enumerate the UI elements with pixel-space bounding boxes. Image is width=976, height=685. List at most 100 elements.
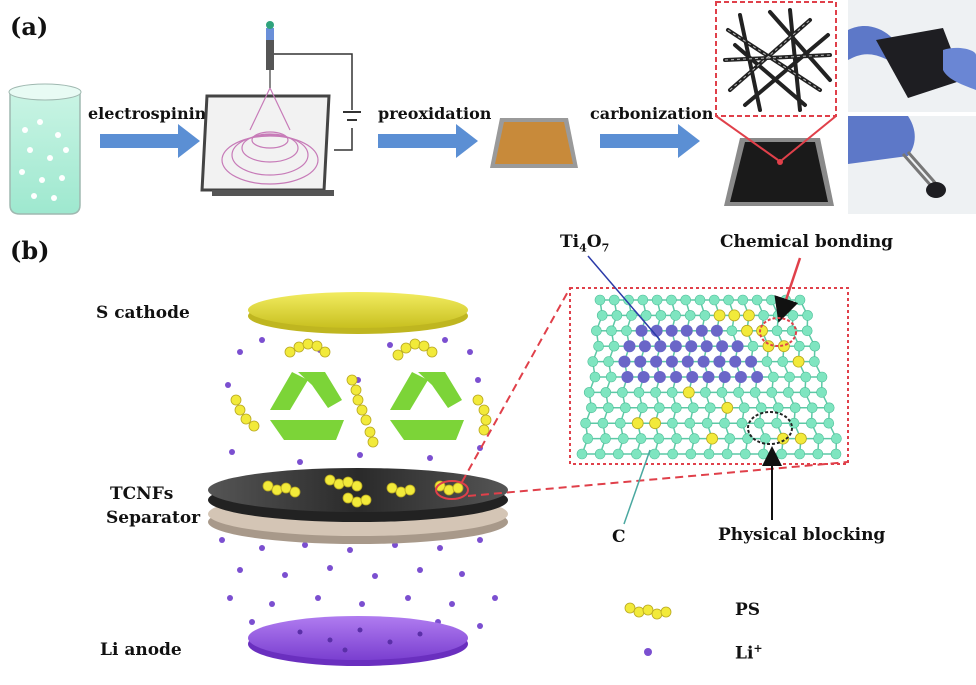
ti4o7-part-o: O xyxy=(586,232,602,252)
carbon-atom xyxy=(809,340,821,352)
carbon-atom xyxy=(703,448,715,460)
carbon-atom xyxy=(684,417,696,429)
carbon-atom xyxy=(812,448,824,460)
carbon-atom xyxy=(806,402,818,414)
ti4o7-atom xyxy=(670,371,683,383)
carbon-atom xyxy=(666,294,677,306)
ti4o7-atom xyxy=(650,324,663,337)
zoom-dash-lower xyxy=(467,461,849,497)
polysulfide-atom xyxy=(777,432,790,445)
carbon-atom xyxy=(594,448,606,460)
carbon-atom xyxy=(653,433,665,444)
carbon-atom xyxy=(806,417,817,429)
arrow-2-shaft xyxy=(378,134,458,148)
polysulfide-chains xyxy=(230,338,492,448)
arrow-1-shaft xyxy=(100,134,180,148)
polysulfide-atom xyxy=(794,432,807,445)
tcnfs-separator xyxy=(208,468,508,544)
ti4o7-sub-4: 4 xyxy=(579,241,587,255)
carbon-atom xyxy=(768,371,779,383)
step-electrospinning: electrospining xyxy=(88,104,218,123)
legend-li-sup: + xyxy=(753,642,763,655)
carbon-atom xyxy=(771,325,783,337)
carbon-film-top xyxy=(876,28,963,98)
carbon-atom xyxy=(666,387,678,398)
ti4o7-part-ti: Ti xyxy=(560,232,580,252)
carbon-atom xyxy=(823,402,835,414)
ti4o7-atom xyxy=(713,355,726,368)
carbon-atom xyxy=(631,448,642,460)
carbon-atom xyxy=(685,448,697,460)
carbon-atom xyxy=(620,402,631,414)
separator-label: Separator xyxy=(106,508,201,528)
glove-hand xyxy=(848,116,915,164)
carbon-atom xyxy=(600,433,611,444)
panel-b-label: (b) xyxy=(10,236,50,265)
zoom-line-right xyxy=(781,115,837,161)
carbon-atom xyxy=(586,402,597,414)
carbon-atom xyxy=(754,417,765,429)
polysulfide-atom xyxy=(743,309,755,322)
carbon-atom xyxy=(708,294,720,306)
carbon-atom xyxy=(766,387,778,398)
polysulfide-atom xyxy=(706,432,718,445)
carbon-atom xyxy=(618,433,629,444)
s-cathode-disc xyxy=(248,292,468,334)
recycle-left-arrow-3 xyxy=(270,420,344,440)
carbon-atom xyxy=(600,387,612,398)
carbon-atom xyxy=(637,294,649,306)
ti4o7-atom xyxy=(686,371,699,383)
carbon-atom xyxy=(594,294,606,306)
carbon-atom xyxy=(761,356,773,367)
carbon-atom xyxy=(670,310,681,321)
arrow-3-shaft xyxy=(600,134,680,148)
chemical-bonding-arrow xyxy=(774,257,802,323)
carbon-mat-fill xyxy=(730,142,828,202)
glove-right xyxy=(943,47,976,90)
ti4o7-atom xyxy=(665,324,678,337)
ti4o7-atom xyxy=(637,371,650,383)
ti4o7-atom xyxy=(669,340,682,353)
ti4o7-atom xyxy=(635,324,648,337)
carbon-atom xyxy=(823,417,835,429)
polysulfide-atom xyxy=(649,417,661,430)
carbon-atom xyxy=(637,402,648,414)
ti4o7-atom xyxy=(638,340,651,353)
carbon-atom xyxy=(736,417,748,429)
mat-fill xyxy=(495,122,573,164)
arrow-preoxidation xyxy=(378,124,478,158)
recycle-right-arrow-1 xyxy=(390,372,428,410)
ti4o7-atom xyxy=(650,355,663,368)
carbon-atom xyxy=(739,448,751,460)
carbon-atom xyxy=(640,310,652,321)
legend-li-label: Li+ xyxy=(735,642,763,664)
carbon-atom xyxy=(755,402,767,414)
preoxidized-mat-icon xyxy=(490,118,578,168)
carbon-atom xyxy=(589,371,601,383)
carbon-atom xyxy=(655,310,667,321)
polysulfide-atom xyxy=(631,417,644,430)
syringe-cap xyxy=(266,21,274,29)
zoom-spot xyxy=(777,159,783,165)
carbon-atom xyxy=(611,310,623,321)
carbon-atom xyxy=(671,433,682,444)
carbon-atom xyxy=(580,417,591,429)
ti4o7-atom xyxy=(734,371,747,383)
zoom-line-left xyxy=(715,115,779,161)
carbon-atom xyxy=(777,356,789,367)
polysulfide-atom xyxy=(682,386,695,399)
carbon-atom xyxy=(719,417,730,429)
ti4o7-atom xyxy=(745,355,758,368)
carbon-atom xyxy=(680,294,692,306)
ti4o7-atom xyxy=(718,371,731,383)
carbon-atom xyxy=(738,402,750,414)
fiber-jet xyxy=(221,87,319,185)
step-preoxidation: preoxidation xyxy=(378,104,492,123)
carbon-atom xyxy=(772,402,784,414)
beaker-icon xyxy=(8,83,82,215)
carbon-atom xyxy=(667,417,678,429)
ti4o7-sub-7: 7 xyxy=(601,241,610,255)
beaker-particles xyxy=(19,119,69,201)
arrow-1-head xyxy=(178,124,200,158)
ti4o7-atom xyxy=(623,340,636,353)
